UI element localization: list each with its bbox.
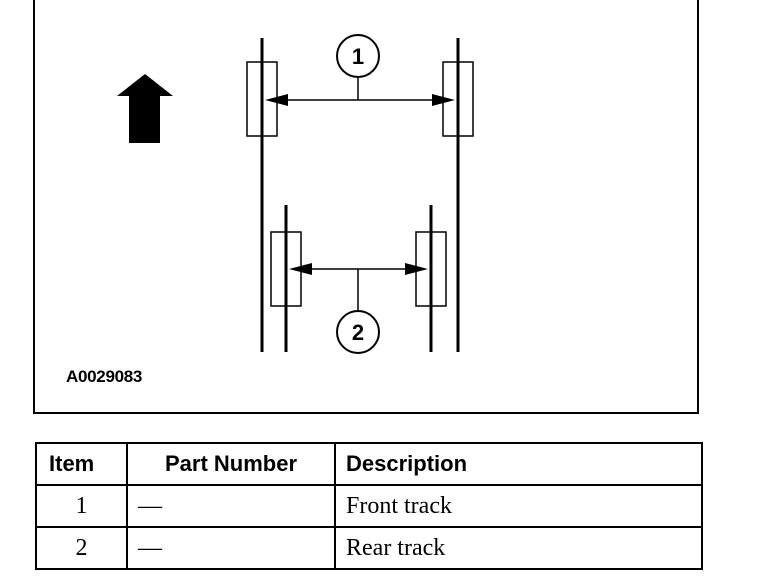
cell-item: 1 xyxy=(35,484,128,528)
table-row: 2 — Rear track xyxy=(35,526,703,570)
header-description: Description xyxy=(334,442,703,486)
rear-track-arrowhead-left xyxy=(289,263,312,275)
callout-2-label: 2 xyxy=(352,320,364,345)
header-item: Item xyxy=(35,442,128,486)
figure-id-label: A0029083 xyxy=(66,367,143,386)
forward-arrow-icon xyxy=(117,74,173,143)
callout-2-circle xyxy=(336,310,380,354)
header-part-number: Part Number xyxy=(126,442,336,486)
table-header-row: Item Part Number Description xyxy=(35,442,703,486)
cell-part-number: — xyxy=(126,484,336,528)
rear-track-arrowhead-right xyxy=(405,263,428,275)
front-track-arrowhead-right xyxy=(432,94,455,106)
parts-table: Item Part Number Description 1 — Front t… xyxy=(35,442,703,570)
figure-frame xyxy=(33,0,699,414)
callout-1-circle xyxy=(336,34,380,78)
callout-1-label: 1 xyxy=(352,44,364,69)
cell-part-number: — xyxy=(126,526,336,570)
cell-item: 2 xyxy=(35,526,128,570)
table-row: 1 — Front track xyxy=(35,484,703,528)
cell-description: Front track xyxy=(334,484,703,528)
front-track-arrowhead-left xyxy=(265,94,288,106)
cell-description: Rear track xyxy=(334,526,703,570)
